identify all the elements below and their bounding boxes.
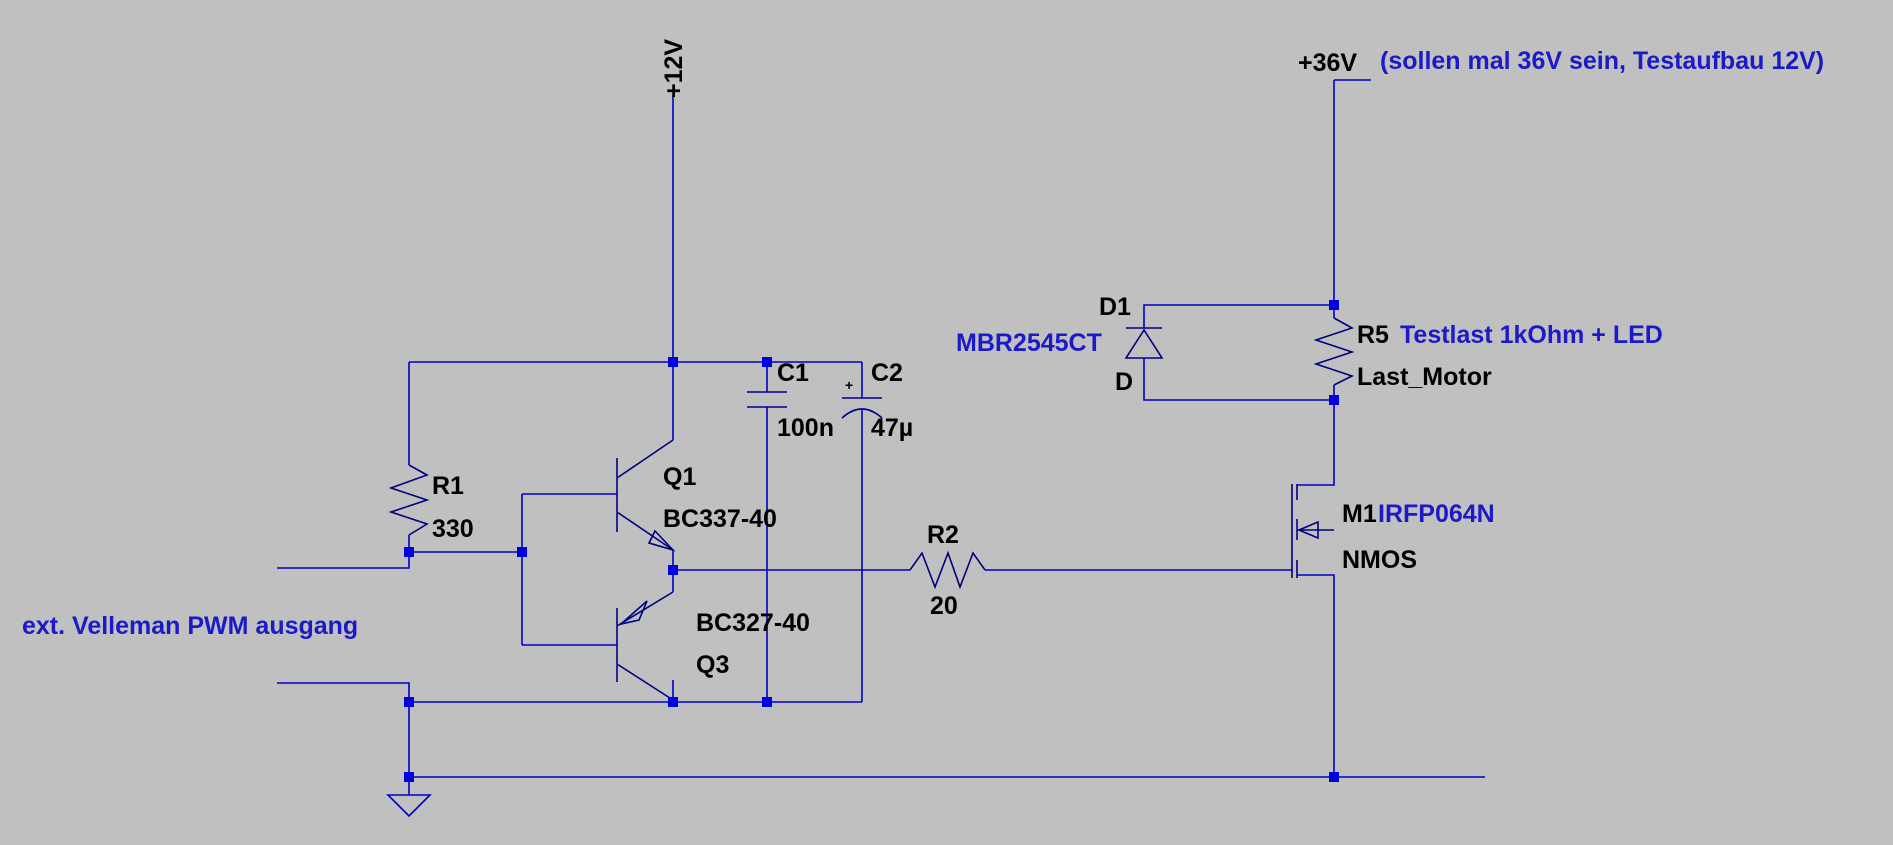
ground-symbol: [386, 777, 432, 818]
transistor-q3-symbol: [616, 591, 674, 701]
junction: [762, 357, 772, 367]
junction: [668, 565, 678, 575]
m1-ref: M1: [1342, 500, 1377, 528]
net-label-36v: +36V: [1298, 49, 1357, 77]
r5-value: Last_Motor: [1357, 363, 1492, 391]
r2-value: 20: [930, 592, 958, 620]
comment-pwm-input: ext. Velleman PWM ausgang: [22, 612, 358, 640]
mosfet-m1-symbol: [1291, 484, 1334, 578]
junction: [1329, 300, 1339, 310]
c2-value: 47µ: [871, 414, 913, 442]
junction: [1329, 395, 1339, 405]
net-label-12v: +12V: [660, 39, 688, 98]
capacitor-c2-symbol: +: [841, 377, 883, 419]
q3-ref: Q3: [696, 651, 729, 679]
transistor-q1-symbol: [616, 439, 676, 552]
comment-mosfet-part: IRFP064N: [1378, 500, 1495, 528]
wire-mosfet-source: [1297, 574, 1335, 777]
wire-r1-bottom: [277, 535, 410, 569]
junctions: [404, 300, 1339, 782]
wire-diode-bottom: [1143, 358, 1334, 401]
junction: [404, 772, 414, 782]
c2-polarity-mark: +: [845, 377, 853, 393]
junction: [668, 697, 678, 707]
capacitor-c1-symbol: [747, 391, 787, 408]
d1-ref: D1: [1099, 293, 1131, 321]
wire-mosfet-drain: [1297, 400, 1335, 486]
q1-value: BC337-40: [663, 505, 777, 533]
r1-value: 330: [432, 515, 474, 543]
q1-ref: Q1: [663, 463, 696, 491]
comment-diode-part: MBR2545CT: [956, 329, 1102, 357]
junction: [1329, 772, 1339, 782]
junction: [404, 547, 414, 557]
r5-ref: R5: [1357, 321, 1389, 349]
r2-ref: R2: [927, 521, 959, 549]
comment-load: Testlast 1kOhm + LED: [1400, 321, 1663, 349]
resistor-r2-symbol: [909, 550, 986, 590]
diode-d1-symbol: [1124, 327, 1164, 359]
wire-pwm-lower: [277, 682, 410, 702]
c1-value: 100n: [777, 414, 834, 442]
resistor-r1-symbol: [388, 464, 430, 536]
junction: [762, 697, 772, 707]
junction: [668, 357, 678, 367]
r1-ref: R1: [432, 472, 464, 500]
q3-value: BC327-40: [696, 609, 810, 637]
c1-ref: C1: [777, 359, 809, 387]
comment-supply-36v: (sollen mal 36V sein, Testaufbau 12V): [1380, 47, 1824, 75]
c2-ref: C2: [871, 359, 903, 387]
junction: [517, 547, 527, 557]
resistor-r5-symbol: [1313, 317, 1355, 386]
wire-diode-top: [1143, 304, 1334, 328]
junction: [404, 697, 414, 707]
m1-value: NMOS: [1342, 546, 1417, 574]
d1-value: D: [1115, 368, 1133, 396]
wires: [277, 79, 1485, 778]
